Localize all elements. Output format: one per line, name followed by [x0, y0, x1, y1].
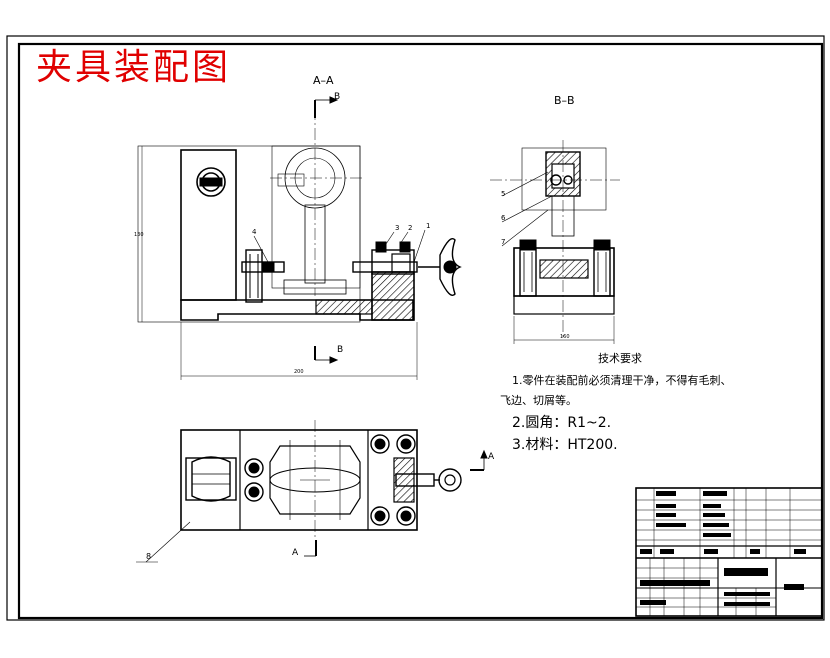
- requirements-title: 技术要求: [598, 352, 642, 365]
- balloon-1: 1: [426, 222, 431, 230]
- side-view-bb: 160: [490, 140, 620, 344]
- section-marker-b-top: B: [334, 92, 341, 102]
- section-marker-a-right: A: [488, 452, 495, 462]
- title-block: [635, 487, 823, 617]
- svg-text:130: 130: [134, 232, 144, 238]
- balloon-6: 6: [501, 214, 506, 222]
- inner-border: [17, 42, 824, 620]
- section-marker-b-bottom: B: [337, 345, 344, 355]
- balloon-2: 2: [408, 224, 413, 232]
- requirement-1-continued: 飞边、切屑等。: [500, 394, 577, 407]
- requirement-3: 3.材料：HT200.: [512, 437, 618, 453]
- outer-border: [6, 35, 825, 621]
- view-label-aa: A–A: [313, 74, 334, 87]
- requirement-2: 2.圆角：R1~2.: [512, 415, 612, 431]
- balloon-5: 5: [501, 190, 506, 198]
- requirement-1: 1.零件在装配前必须清理干净，不得有毛刺、: [512, 374, 732, 387]
- balloon-7: 7: [501, 238, 506, 246]
- balloon-3: 3: [395, 224, 400, 232]
- svg-text:200: 200: [294, 369, 304, 375]
- svg-text:160: 160: [560, 334, 570, 340]
- view-label-bb: B–B: [554, 94, 575, 107]
- drawing-title: 夹具装配图: [36, 47, 232, 88]
- top-view: [136, 420, 488, 563]
- balloon-8: 8: [146, 552, 152, 561]
- front-view-aa: 200 130: [134, 96, 462, 380]
- balloon-4: 4: [252, 228, 257, 236]
- section-marker-a-bottom: A: [292, 548, 299, 558]
